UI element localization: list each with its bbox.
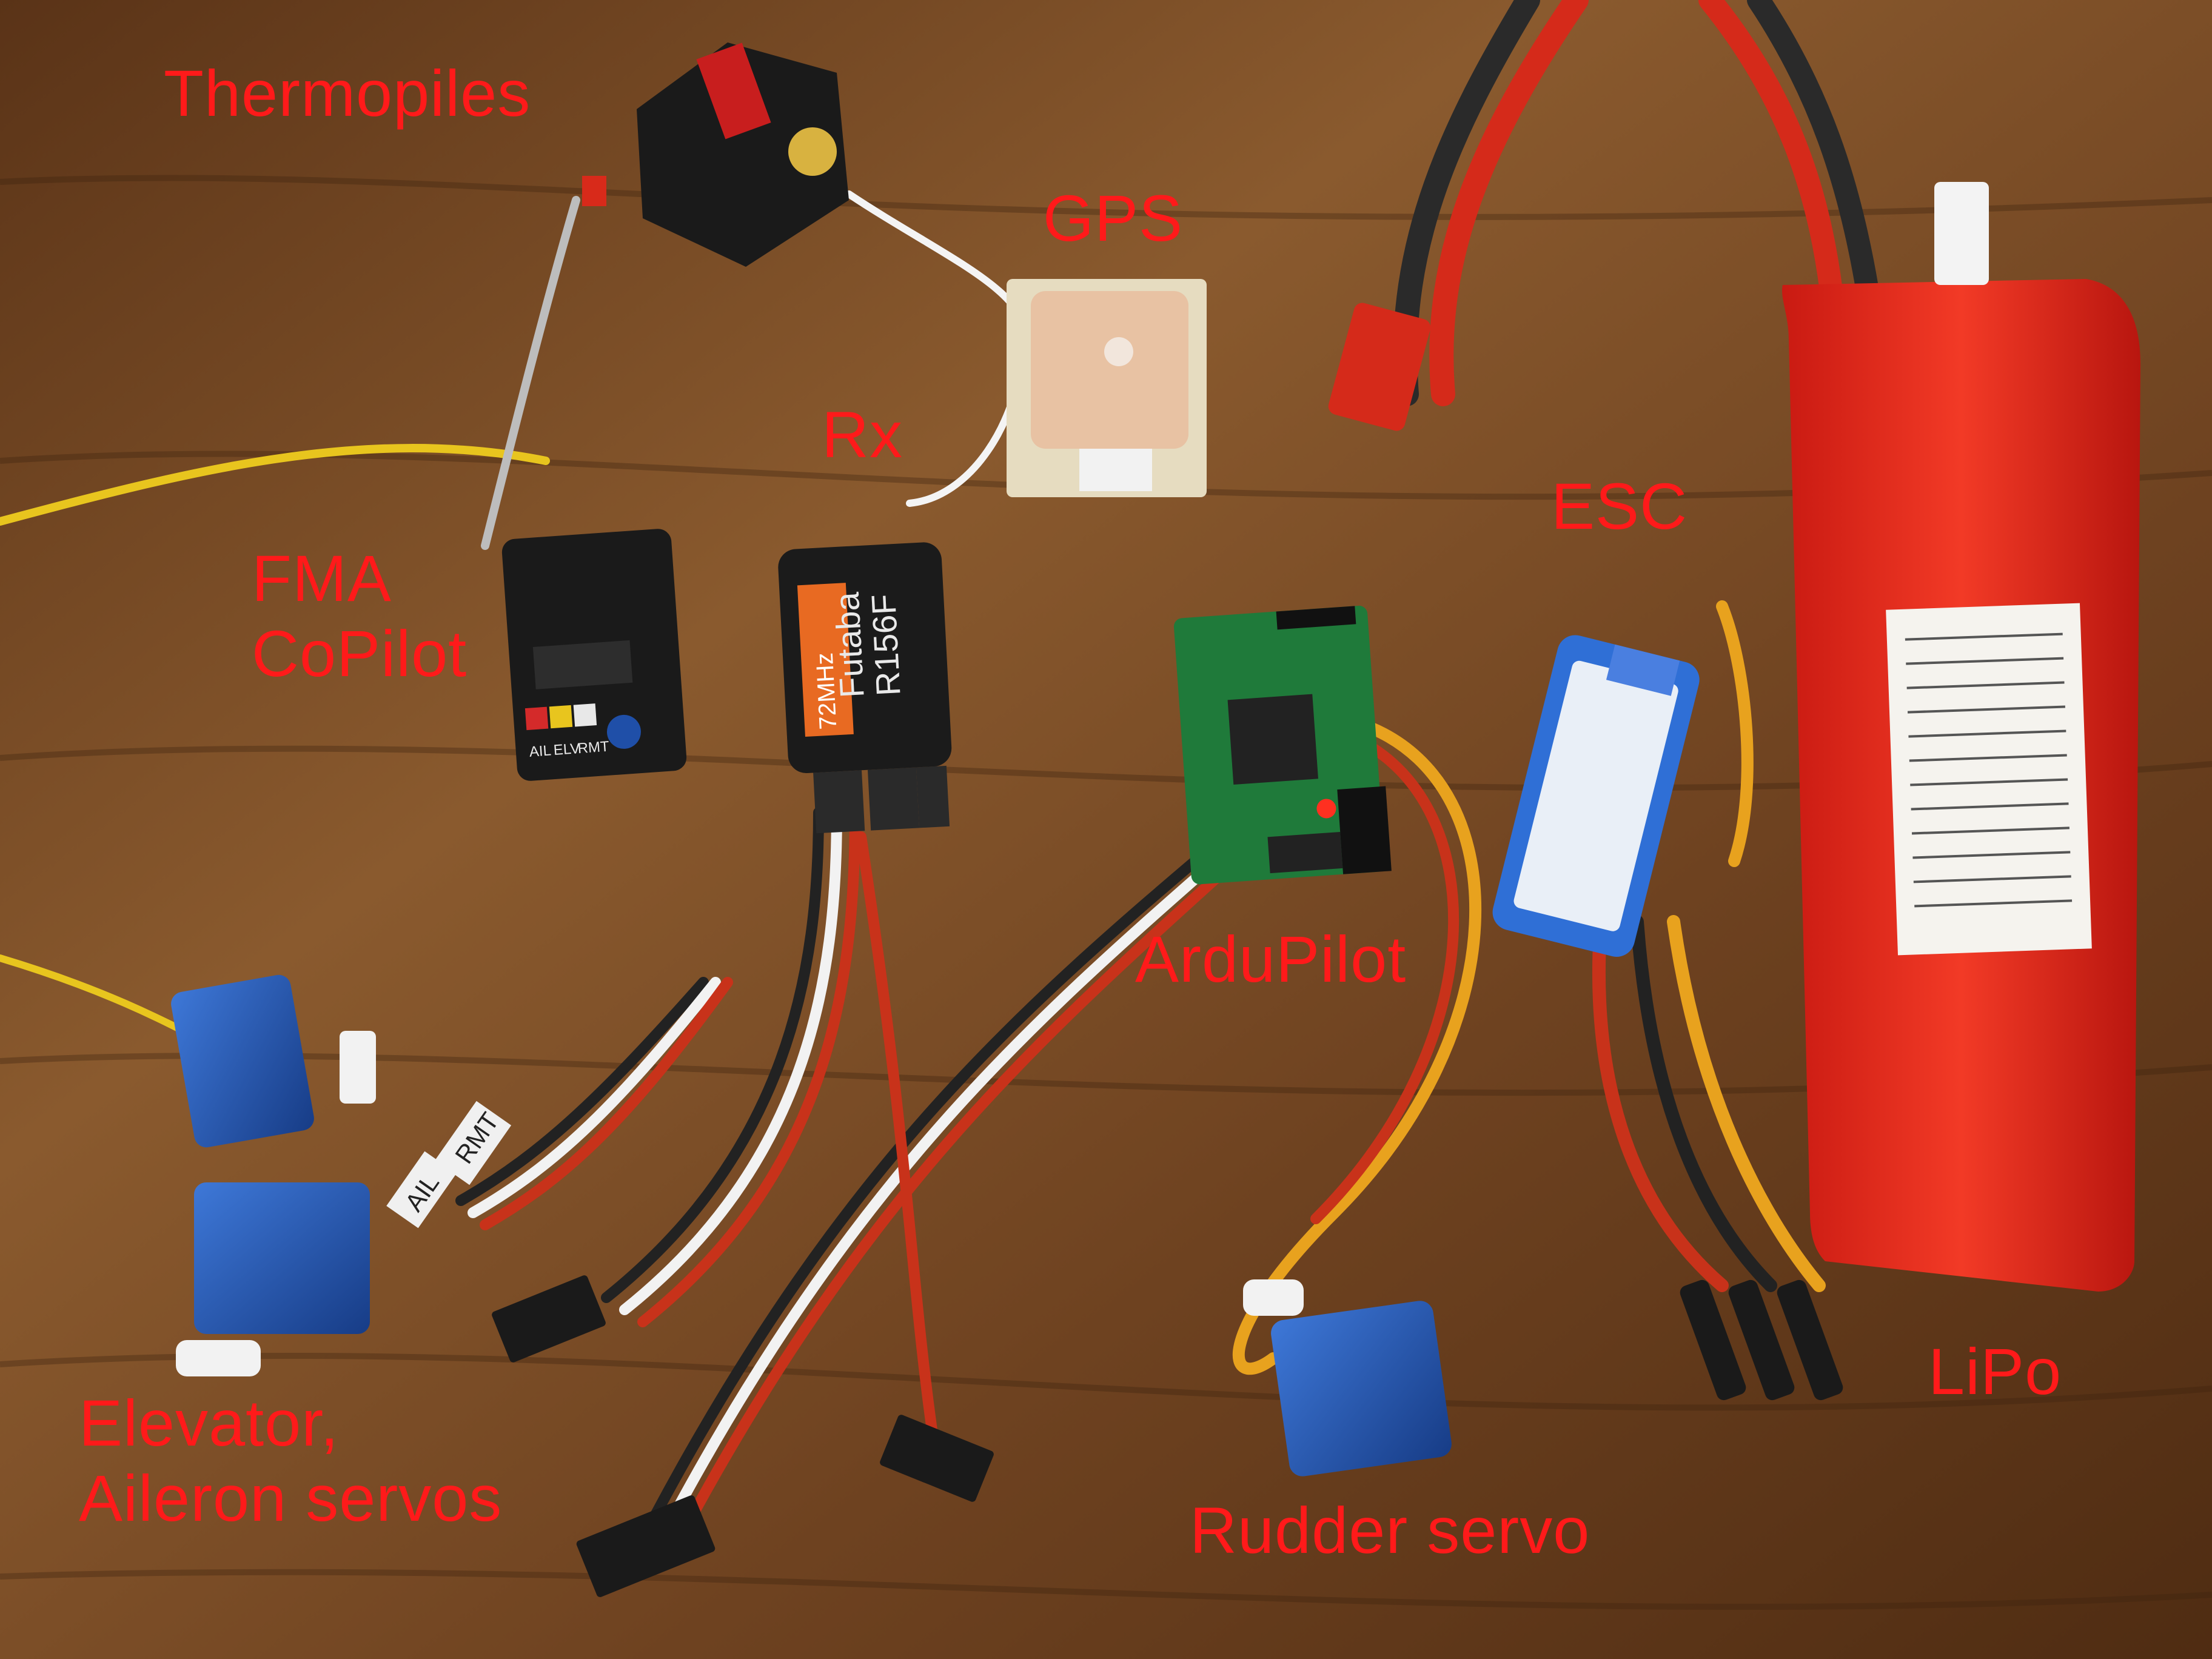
label-rudder-servo: Rudder servo [1190,1493,1590,1567]
fma-tag-rmt: RMT [577,739,610,757]
thermopile-sensor [582,42,849,267]
receiver-frequency: 72MHz [811,652,842,730]
gps-module [1007,279,1207,497]
aileron-servo [176,1182,370,1376]
balance-connector [1934,182,1989,285]
rudder-servo [1243,1279,1452,1476]
label-lipo: LiPo [1928,1335,2062,1408]
label-ardupilot: ArduPilot [1135,922,1407,996]
label-rx: Rx [822,398,903,471]
label-elevator-aileron: Elevator, Aileron servos [79,1386,503,1535]
lipo-label [1886,603,2092,956]
label-thermopiles: Thermopiles [164,56,531,130]
label-esc: ESC [1551,469,1688,543]
lipo-battery [1781,182,2140,1292]
fma-copilot-unit: AIL ELV RMT [501,529,687,781]
elevator-servo [171,974,376,1148]
ardupilot-board [1173,605,1392,885]
label-fma-copilot: FMA CoPilot [252,541,468,691]
esc-board [1492,635,1700,957]
receiver-model: R156F [864,593,908,697]
receiver-brand: Futaba [828,591,871,699]
fma-tag-ail: AIL [529,742,552,760]
power-connector [1328,303,1431,431]
servo-wires [0,0,1879,1546]
futaba-receiver: Futaba R156F 72MHz [778,542,952,834]
fma-tag-elv: ELV [553,740,580,759]
servo-connectors [492,1275,1843,1597]
label-gps: GPS [1043,181,1184,255]
